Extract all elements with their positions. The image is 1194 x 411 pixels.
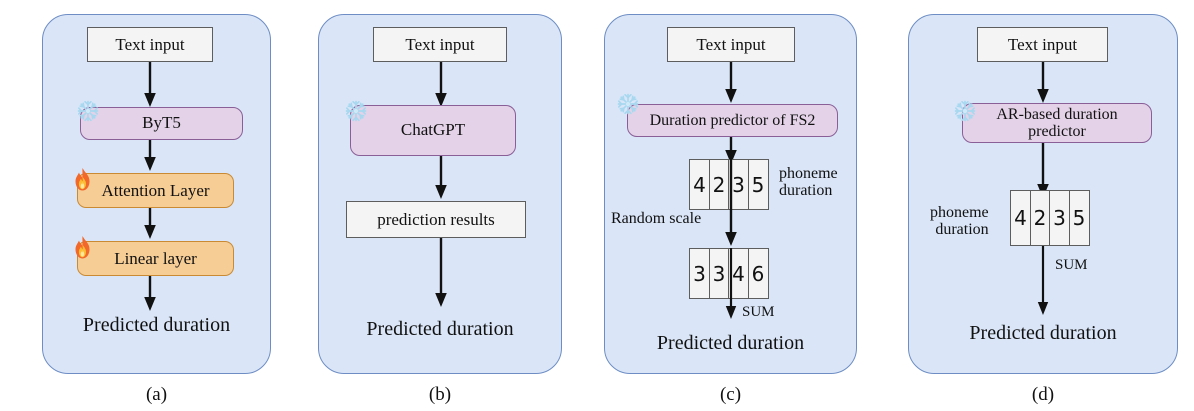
duration-cell: 2 bbox=[708, 159, 730, 210]
duration-cell: 3 bbox=[1049, 190, 1070, 246]
panel-c-random-scale-label: Random scale bbox=[611, 210, 702, 227]
panel-c-phoneme-duration-label: phoneme duration bbox=[779, 165, 838, 199]
duration-cell: 3 bbox=[708, 248, 730, 299]
panel-c-duration-row-1: 4 2 3 5 bbox=[689, 159, 769, 210]
duration-cell: 6 bbox=[747, 248, 769, 299]
panel-b-output-label: Predicted duration bbox=[366, 318, 514, 340]
panel-a-trainable-attention-layer: Attention Layer bbox=[77, 173, 234, 208]
panel-d-frozen-module-label: AR-based duration predictor bbox=[996, 105, 1118, 140]
panel-a-frozen-module-byt5: ByT5 bbox=[80, 107, 243, 140]
duration-cell: 4 bbox=[1010, 190, 1031, 246]
panel-b-arrow-3 bbox=[434, 238, 448, 308]
panel-c-arrow-1 bbox=[724, 62, 738, 104]
panel-a-trainable-linear-label: Linear layer bbox=[114, 248, 197, 268]
duration-cell: 5 bbox=[747, 159, 769, 210]
snowflake-icon bbox=[344, 99, 368, 123]
panel-b-arrow-1 bbox=[434, 62, 448, 108]
panel-b-prediction-results-label: prediction results bbox=[377, 209, 495, 229]
snowflake-icon bbox=[616, 92, 640, 116]
panel-c-duration-row-2: 3 3 4 6 bbox=[689, 248, 769, 299]
panel-c-text-input-box: Text input bbox=[667, 27, 795, 62]
panel-b-prediction-results-box: prediction results bbox=[346, 201, 526, 238]
snowflake-icon bbox=[953, 99, 977, 123]
duration-cell: 5 bbox=[1068, 190, 1090, 246]
panel-a-output-label: Predicted duration bbox=[82, 314, 231, 336]
panel-d-text-input-label: Text input bbox=[1007, 34, 1078, 54]
panel-c-text-input-label: Text input bbox=[696, 34, 766, 54]
panel-a-arrow-2 bbox=[143, 140, 157, 172]
panel-b-caption: (b) bbox=[428, 384, 452, 405]
panel-d-sum-label: SUM bbox=[1055, 257, 1088, 273]
flame-icon bbox=[72, 167, 93, 192]
panel-d-duration-row: 4 2 3 5 bbox=[1010, 190, 1090, 246]
panel-b-text-input-label: Text input bbox=[405, 34, 475, 54]
panel-a-arrow-3 bbox=[143, 208, 157, 240]
panel-a-trainable-linear-layer: Linear layer bbox=[77, 241, 234, 276]
panel-a-arrow-1 bbox=[143, 62, 157, 108]
panel-c-output-label: Predicted duration bbox=[656, 332, 805, 354]
duration-cell: 4 bbox=[689, 159, 710, 210]
panel-c-arrow-4 bbox=[724, 248, 738, 320]
panel-a-frozen-module-label: ByT5 bbox=[142, 113, 181, 133]
panel-d-text-input-box: Text input bbox=[977, 27, 1108, 62]
panel-d-arrow-1 bbox=[1036, 62, 1050, 104]
duration-cell: 3 bbox=[689, 248, 710, 299]
flame-icon bbox=[72, 235, 93, 260]
panel-b-frozen-module-chatgpt: ChatGPT bbox=[350, 105, 516, 156]
panel-c-arrow-2 bbox=[724, 137, 738, 165]
snowflake-icon bbox=[76, 99, 100, 123]
panel-d-output-label: Predicted duration bbox=[969, 322, 1117, 344]
panel-a-text-input-box: Text input bbox=[87, 27, 213, 62]
panel-c-caption: (c) bbox=[719, 384, 742, 405]
panel-b-text-input-box: Text input bbox=[373, 27, 507, 62]
panel-a-caption: (a) bbox=[145, 384, 168, 405]
panel-b-arrow-2 bbox=[434, 156, 448, 200]
panel-d-caption: (d) bbox=[1031, 384, 1055, 405]
panel-c-frozen-module-label: Duration predictor of FS2 bbox=[649, 111, 816, 129]
panel-b-frozen-module-label: ChatGPT bbox=[400, 120, 466, 140]
panel-c-arrow-3 bbox=[724, 159, 738, 247]
panel-c-frozen-module-fs2: Duration predictor of FS2 bbox=[627, 104, 838, 137]
panel-a-trainable-attention-label: Attention Layer bbox=[101, 180, 210, 200]
panel-c-sum-label: SUM bbox=[742, 304, 775, 320]
duration-cell: 2 bbox=[1029, 190, 1051, 246]
panel-a-text-input-label: Text input bbox=[115, 34, 185, 54]
panel-d-phoneme-duration-label: phoneme duration bbox=[930, 204, 989, 238]
panel-d-frozen-module-ar-duration-predictor: AR-based duration predictor bbox=[962, 103, 1152, 143]
panel-d-arrow-3 bbox=[1036, 246, 1050, 316]
panel-a-arrow-4 bbox=[143, 276, 157, 312]
